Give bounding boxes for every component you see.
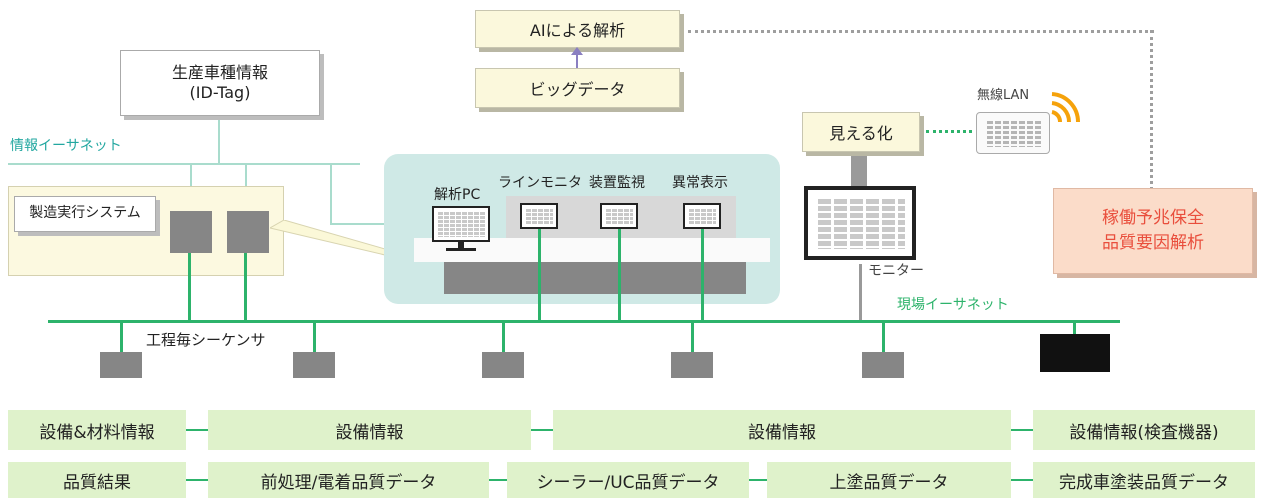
row2-connector-3	[748, 479, 768, 481]
ethernet-up-1	[188, 253, 191, 321]
info-drop-pc	[330, 163, 332, 225]
monitor-label: モニター	[868, 263, 924, 279]
row1-cell-3-label: 設備情報	[748, 422, 816, 443]
ethernet-up-5	[701, 229, 704, 321]
row2-cell-4-label: 上塗品質データ	[829, 472, 949, 493]
row2-cell-1: 品質結果	[8, 462, 186, 498]
monitor-pole-top	[851, 156, 867, 186]
analysis-pc-icon	[432, 206, 490, 242]
field-ethernet-line	[48, 320, 1120, 323]
pc-base	[446, 248, 476, 251]
sequencer-4	[671, 352, 713, 378]
up-arrow-shaft	[576, 52, 578, 68]
field-ethernet-label: 現場イーサネット	[897, 297, 1009, 313]
mes-label: 製造実行システム	[29, 205, 141, 222]
big-data-box: ビッグデータ	[475, 68, 680, 108]
anomaly-monitor-screen	[683, 203, 721, 229]
row1-connector-2	[530, 429, 554, 431]
big-data-label: ビッグデータ	[529, 80, 626, 99]
row1-cell-4: 設備情報(検査機器)	[1033, 410, 1255, 450]
row1-connector-3	[1010, 429, 1034, 431]
predictive-maintenance-box: 稼働予兆保全 品質要因解析	[1053, 188, 1253, 274]
mes-box: 製造実行システム	[14, 196, 156, 232]
production-info-box: 生産車種情報 (ID-Tag)	[120, 50, 320, 116]
ethernet-down-4	[691, 321, 694, 353]
row2-cell-3-label: シーラー/UC品質データ	[536, 472, 720, 493]
equipment-monitoring-label: 装置監視	[589, 175, 645, 191]
row2-cell-4: 上塗品質データ	[767, 462, 1011, 498]
ai-analysis-box: AIによる解析	[475, 10, 680, 48]
up-arrow-icon	[571, 47, 583, 55]
wireless-link	[926, 130, 972, 133]
equipment-monitor-screen	[600, 203, 638, 229]
row1-cell-2: 設備情報	[208, 410, 531, 450]
row2-connector-1	[185, 479, 209, 481]
row1-cell-2-label: 設備情報	[335, 422, 404, 443]
visualization-label: 見える化	[829, 124, 893, 143]
ethernet-up-4	[618, 229, 621, 321]
row1-cell-3: 設備情報	[553, 410, 1011, 450]
dotted-link-h	[688, 30, 1154, 33]
ethernet-up-3	[538, 229, 541, 321]
sequencer-3	[482, 352, 524, 378]
sequencer-1	[100, 352, 142, 378]
ai-analysis-label: AIによる解析	[529, 21, 626, 40]
dotted-link-v	[1150, 30, 1153, 190]
tablet-icon	[976, 112, 1050, 154]
sequencer-2	[293, 352, 335, 378]
info-ethernet-label: 情報イーサネット	[10, 138, 122, 154]
predictive-line1: 稼働予兆保全	[1102, 208, 1204, 229]
wireless-lan-label: 無線LAN	[977, 88, 1030, 103]
mes-server-2	[227, 211, 269, 253]
info-ethernet-line	[8, 163, 360, 165]
visualization-box: 見える化	[802, 112, 920, 152]
production-info-line2: (ID-Tag)	[189, 83, 251, 102]
row2-connector-2	[488, 479, 508, 481]
info-link-pc	[330, 223, 430, 225]
row2-cell-5-label: 完成車塗装品質データ	[1059, 472, 1229, 493]
row2-cell-2-label: 前処理/電着品質データ	[260, 472, 437, 493]
line-monitor-screen	[520, 203, 558, 229]
ethernet-up-2	[244, 253, 247, 321]
wifi-icon	[1051, 92, 1081, 123]
production-info-line1: 生産車種情報	[171, 63, 268, 82]
process-sequencer-label: 工程毎シーケンサ	[146, 331, 266, 349]
row1-connector-1	[185, 429, 209, 431]
production-info-link	[218, 120, 220, 165]
row1-cell-1: 設備&材料情報	[8, 410, 186, 450]
anomaly-display-label: 異常表示	[672, 175, 728, 191]
row2-cell-2: 前処理/電着品質データ	[208, 462, 489, 498]
sequencer-5	[862, 352, 904, 378]
row2-cell-5: 完成車塗装品質データ	[1033, 462, 1255, 498]
ethernet-down-1	[120, 321, 123, 353]
row1-cell-4-label: 設備情報(検査機器)	[1069, 422, 1219, 443]
row2-cell-1-label: 品質結果	[63, 472, 131, 493]
predictive-line2: 品質要因解析	[1102, 233, 1204, 253]
big-monitor	[804, 186, 916, 260]
analysis-pc-label: 解析PC	[434, 187, 481, 203]
row2-connector-4	[1010, 479, 1034, 481]
ethernet-down-5	[882, 321, 885, 353]
row1-cell-1-label: 設備&材料情報	[39, 422, 155, 443]
inspection-device	[1040, 334, 1110, 372]
desk-body	[444, 262, 746, 294]
ethernet-down-6	[1073, 321, 1076, 335]
ethernet-down-2	[313, 321, 316, 353]
line-monitor-label: ラインモニタ	[498, 175, 582, 191]
mes-server-1	[170, 211, 212, 253]
ethernet-down-3	[502, 321, 505, 353]
pc-stand	[458, 242, 464, 248]
row2-cell-3: シーラー/UC品質データ	[507, 462, 749, 498]
monitor-pole-bottom	[859, 264, 862, 322]
